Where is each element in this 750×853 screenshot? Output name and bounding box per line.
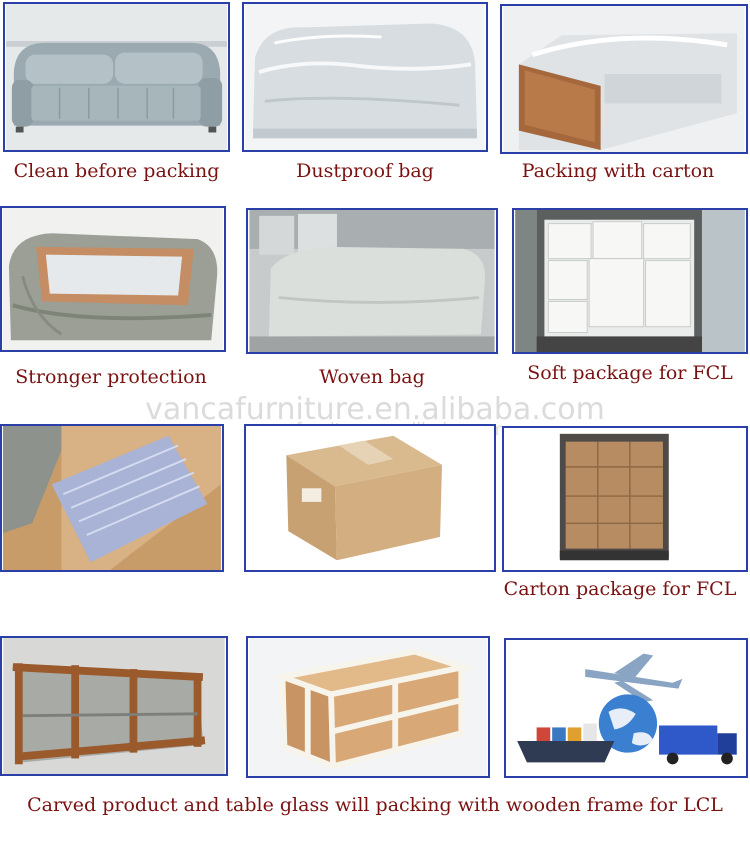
caption-dustproof-bag: Dustproof bag xyxy=(296,160,434,182)
wooden-frame-carton-image xyxy=(249,638,487,776)
truck-icon xyxy=(659,725,737,765)
foam-wrap-image xyxy=(3,426,221,570)
watermark-large: vancafurniture.en.alibaba.com xyxy=(145,392,605,427)
photo-stronger-protection xyxy=(0,206,226,352)
photo-wooden-frame-wrapped xyxy=(0,636,228,776)
woven-bag-image xyxy=(249,210,495,352)
caption-packing-with-carton: Packing with carton xyxy=(521,160,715,182)
photo-soft-package-fcl xyxy=(512,208,748,354)
carton-packing-image xyxy=(503,6,745,152)
sofa-image xyxy=(6,4,227,150)
photo-clean-sofa xyxy=(3,2,230,152)
cargo-ship-icon xyxy=(517,723,615,763)
caption-woven-bag: Woven bag xyxy=(319,366,425,388)
caption-soft-package-fcl: Soft package for FCL xyxy=(527,362,733,384)
photo-foam-wrap-carton xyxy=(0,424,224,572)
stronger-protection-image xyxy=(3,208,223,350)
photo-carton-box xyxy=(244,424,496,572)
photo-wooden-frame-carton xyxy=(246,636,490,778)
wooden-frame-wrapped-image xyxy=(3,638,225,774)
caption-stronger-protection: Stronger protection xyxy=(15,366,207,388)
photo-carton-container xyxy=(502,426,748,572)
airplane-icon xyxy=(585,653,683,703)
caption-carton-package-fcl: Carton package for FCL xyxy=(503,578,737,600)
photo-dustproof-bag xyxy=(242,2,488,152)
dustproof-bag-image xyxy=(245,4,485,150)
caption-clean-before-packing: Clean before packing xyxy=(13,160,220,182)
soft-package-container-image xyxy=(515,210,745,352)
carton-box-image xyxy=(247,426,493,570)
shipping-logistics-image xyxy=(507,640,745,776)
photo-packing-carton xyxy=(500,4,748,154)
photo-shipping-logistics xyxy=(504,638,748,778)
caption-wooden-frame-lcl: Carved product and table glass will pack… xyxy=(27,794,723,816)
photo-woven-bag xyxy=(246,208,498,354)
carton-container-image xyxy=(505,428,745,570)
